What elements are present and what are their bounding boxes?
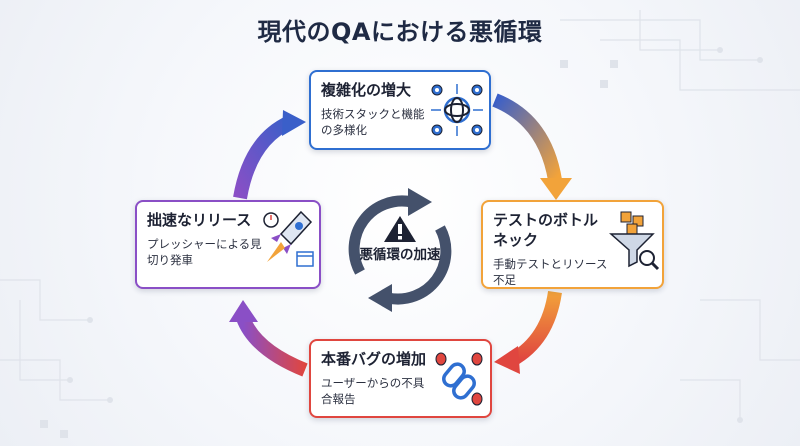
rocket-icon [263, 210, 314, 267]
card-bugs-title: 本番バグの増加 [321, 350, 427, 368]
arrow-bottom-to-left [236, 315, 308, 377]
page-title: 現代のQAにおける悪循環 [257, 18, 543, 46]
card-bugs-desc: ユーザーからの不具合報告 [321, 376, 425, 406]
center-cycle-icon [348, 188, 452, 312]
card-complexity-desc: 技術スタックと機能の多様化 [321, 107, 425, 137]
gears-network-icon [431, 84, 483, 136]
broken-chain-bug-icon [435, 352, 483, 406]
card-hasty-release-desc: プレッシャーによる見切り発車 [147, 237, 262, 267]
card-hasty-release-title: 拙速なリリース [147, 211, 252, 229]
card-complexity-title: 複雑化の増大 [321, 81, 412, 99]
arrow-right-to-bottom [508, 290, 562, 367]
card-hasty-release: 拙速なリリース プレッシャーによる見切り発車 [135, 200, 321, 289]
card-bottleneck: テストのボトルネック 手動テストとリソース不足 [481, 200, 664, 289]
card-complexity: 複雑化の増大 技術スタックと機能の多様化 [309, 70, 491, 150]
arrow-left-to-top [233, 115, 294, 200]
center-label: 悪循環の加速 [359, 247, 441, 263]
card-bottleneck-desc: 手動テストとリソース不足 [493, 257, 608, 287]
bug-icon [435, 352, 483, 406]
arrow-top-to-right [492, 93, 562, 182]
card-bugs: 本番バグの増加 ユーザーからの不具合報告 [309, 339, 492, 418]
card-bottleneck-title: テストのボトルネック [493, 211, 599, 249]
funnel-icon [609, 211, 660, 271]
warning-icon [384, 216, 416, 242]
